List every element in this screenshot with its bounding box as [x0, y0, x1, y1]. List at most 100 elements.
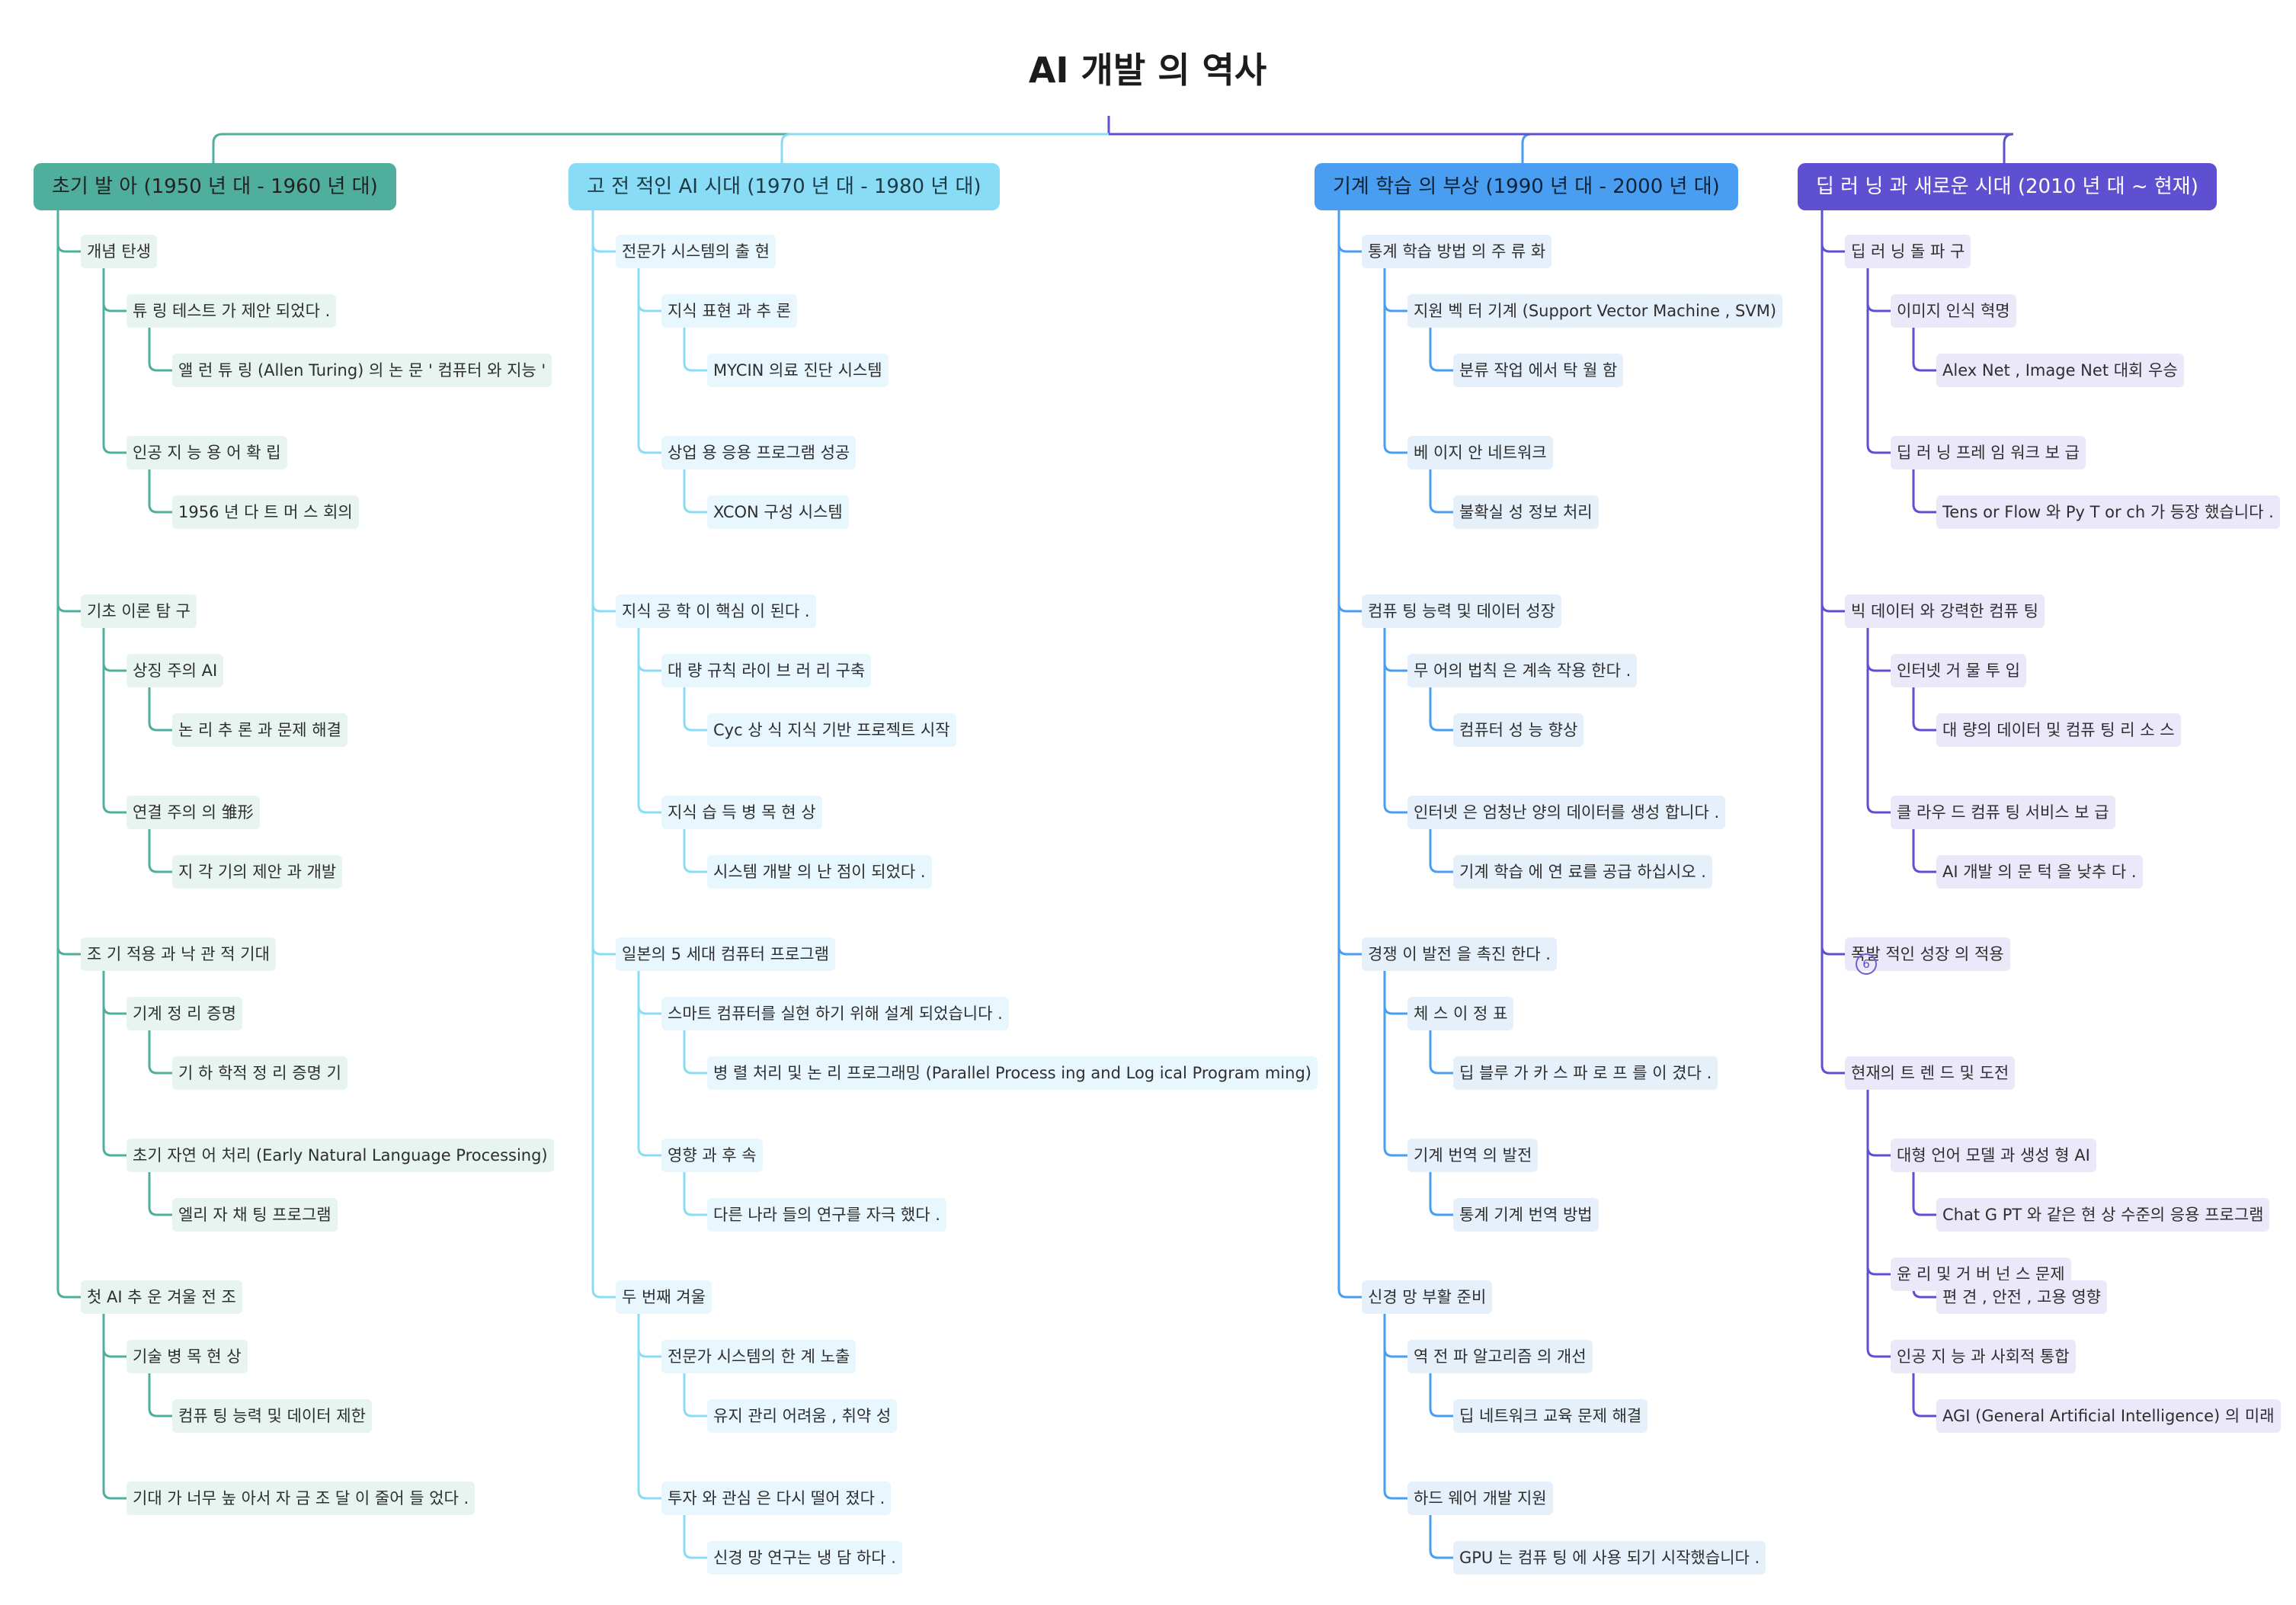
category-1[interactable]: 고 전 적인 AI 시대 (1970 년 대 - 1980 년 대)	[568, 163, 1000, 210]
connector-elbow	[1429, 1030, 1453, 1075]
level2-node[interactable]: 초기 자연 어 처리 (Early Natural Language Proce…	[126, 1139, 554, 1172]
level3-node[interactable]: 분류 작업 에서 탁 월 함	[1453, 354, 1624, 387]
level1-node[interactable]: 현재의 트 렌 드 및 도전	[1845, 1056, 2016, 1090]
level2-node[interactable]: 대형 언어 모델 과 생성 형 AI	[1891, 1139, 2096, 1172]
level3-node[interactable]: 기계 학습 에 연 료를 공급 하십시오 .	[1453, 855, 1712, 889]
level2-node[interactable]: 지원 벡 터 기계 (Support Vector Machine , SVM)	[1407, 294, 1783, 328]
level3-node[interactable]: 논 리 추 론 과 문제 해결	[172, 713, 347, 747]
level1-node[interactable]: 첫 AI 추 운 겨울 전 조	[81, 1280, 242, 1314]
level3-node[interactable]: 1956 년 다 트 머 스 회의	[172, 495, 359, 529]
level2-node[interactable]: 인공 지 능 용 어 확 립	[126, 436, 287, 469]
level3-node[interactable]: 유지 관리 어려움 , 취약 성	[707, 1399, 898, 1433]
level2-node[interactable]: 지식 표현 과 추 론	[661, 294, 797, 328]
level1-node[interactable]: 전문가 시스템의 출 현	[616, 235, 776, 268]
connector-elbow	[1429, 1515, 1453, 1559]
level1-node[interactable]: 컴퓨 팅 능력 및 데이터 성장	[1362, 594, 1561, 628]
level1-node[interactable]: 빅 데이터 와 강력한 컴퓨 팅	[1845, 594, 2045, 628]
connector-elbow	[1866, 268, 1891, 312]
level1-node[interactable]: 기초 이론 탐 구	[81, 594, 197, 628]
category-0[interactable]: 초기 발 아 (1950 년 대 - 1960 년 대)	[34, 163, 396, 210]
level2-node[interactable]: 지식 습 득 병 목 현 상	[661, 796, 822, 829]
connector-elbow	[102, 268, 126, 454]
connector-elbow	[1866, 268, 1891, 454]
level2-node[interactable]: 이미지 인식 혁명	[1891, 294, 2016, 328]
level3-node[interactable]: 대 량의 데이터 및 컴퓨 팅 리 소 스	[1936, 713, 2181, 747]
level2-node[interactable]: 인공 지 능 과 사회적 통합	[1891, 1340, 2076, 1373]
level3-node[interactable]: Cyc 상 식 지식 기반 프로젝트 시작	[707, 713, 956, 747]
level2-node[interactable]: 기계 번역 의 발전	[1407, 1139, 1539, 1172]
level3-node[interactable]: 불확실 성 정보 처리	[1453, 495, 1599, 529]
connector-elbow	[1383, 1314, 1407, 1358]
level2-node[interactable]: 영향 과 후 속	[661, 1139, 763, 1172]
level2-node[interactable]: 대 량 규칙 라이 브 러 리 구축	[661, 654, 872, 687]
level2-node[interactable]: 인터넷 은 엄청난 양의 데이터를 생성 합니다 .	[1407, 796, 1726, 829]
level3-node[interactable]: 기 하 학적 정 리 증명 기	[172, 1056, 347, 1090]
map-title[interactable]: AI 개발 의 역사	[1028, 50, 1267, 91]
level3-node[interactable]: 딥 네트워크 교육 문제 해결	[1453, 1399, 1648, 1433]
level3-node[interactable]: 엘리 자 채 팅 프로그램	[172, 1198, 338, 1232]
level3-node[interactable]: 딥 블루 가 카 스 파 로 프 를 이 겼다 .	[1453, 1056, 1718, 1090]
level2-node[interactable]: 투자 와 관심 은 다시 떨어 졌다 .	[661, 1482, 892, 1515]
level3-node[interactable]: Tens or Flow 와 Py T or ch 가 등장 했습니다 .	[1936, 495, 2280, 529]
level3-node[interactable]: XCON 구성 시스템	[707, 495, 849, 529]
level3-node[interactable]: AI 개발 의 문 턱 을 낮추 다 .	[1936, 855, 2143, 889]
level2-node[interactable]: 상업 용 응용 프로그램 성공	[661, 436, 857, 469]
level3-node[interactable]: AGI (General Artificial Intelligence) 의 …	[1936, 1399, 2281, 1433]
level2-node[interactable]: 기대 가 너무 높 아서 자 금 조 달 이 줄어 들 었다 .	[126, 1482, 476, 1515]
connector-elbow	[1820, 210, 1845, 1075]
connector-elbow	[102, 1314, 126, 1500]
level2-node[interactable]: 전문가 시스템의 한 계 노출	[661, 1340, 857, 1373]
level2-node[interactable]: 기술 병 목 현 상	[126, 1340, 248, 1373]
category-3[interactable]: 딥 러 닝 과 새로운 시대 (2010 년 대 ~ 현재)	[1798, 163, 2217, 210]
level1-node[interactable]: 조 기 적용 과 낙 관 적 기대	[81, 937, 276, 971]
level3-node[interactable]: 신경 망 연구는 냉 담 하다 .	[707, 1541, 902, 1575]
connector-elbow	[1912, 687, 1936, 732]
level2-node[interactable]: 연결 주의 의 雏形	[126, 796, 260, 829]
connector-elbow	[683, 1515, 707, 1559]
connector-elbow	[1866, 628, 1891, 814]
level2-node[interactable]: 무 어의 법칙 은 계속 작용 한다 .	[1407, 654, 1638, 687]
level1-node[interactable]: 개념 탄생	[81, 235, 157, 268]
level3-node[interactable]: MYCIN 의료 진단 시스템	[707, 354, 889, 387]
level2-node[interactable]: 상징 주의 AI	[126, 654, 224, 687]
connector-elbow	[148, 687, 172, 732]
level3-node[interactable]: 컴퓨 팅 능력 및 데이터 제한	[172, 1399, 372, 1433]
level1-node[interactable]: 통계 학습 방법 의 주 류 화	[1362, 235, 1552, 268]
level1-node[interactable]: 딥 러 닝 돌 파 구	[1845, 235, 1971, 268]
level2-node[interactable]: 튜 링 테스트 가 제안 되었다 .	[126, 294, 337, 328]
level3-node[interactable]: 컴퓨터 성 능 향상	[1453, 713, 1584, 747]
connector-elbow	[102, 628, 126, 672]
level3-node[interactable]: GPU 는 컴퓨 팅 에 사용 되기 시작했습니다 .	[1453, 1541, 1766, 1575]
level3-node[interactable]: 병 렬 처리 및 논 리 프로그래밍 (Parallel Process ing…	[707, 1056, 1318, 1090]
connector-elbow	[1429, 469, 1453, 514]
level2-node[interactable]: 스마트 컴퓨터를 실현 하기 위해 설계 되었습니다 .	[661, 997, 1009, 1030]
level1-node[interactable]: 경쟁 이 발전 을 촉진 한다 .	[1362, 937, 1557, 971]
connector-title-to-category	[212, 133, 1109, 163]
level3-node[interactable]: 시스템 개발 의 난 점이 되었다 .	[707, 855, 932, 889]
level3-node[interactable]: 앨 런 튜 링 (Allen Turing) 의 논 문 ' 컴퓨터 와 지능 …	[172, 354, 552, 387]
level2-node[interactable]: 역 전 파 알고리즘 의 개선	[1407, 1340, 1593, 1373]
level2-node[interactable]: 인터넷 거 물 투 입	[1891, 654, 2026, 687]
level3-node[interactable]: 지 각 기의 제안 과 개발	[172, 855, 343, 889]
level3-node[interactable]: 편 견 , 안전 , 고용 영향	[1936, 1280, 2107, 1314]
level2-node[interactable]: 베 이지 안 네트워크	[1407, 436, 1553, 469]
connector-elbow	[102, 268, 126, 312]
level2-node[interactable]: 딥 러 닝 프레 임 워크 보 급	[1891, 436, 2086, 469]
level1-node[interactable]: 지식 공 학 이 핵심 이 된다 .	[616, 594, 816, 628]
level2-node[interactable]: 하드 웨어 개발 지원	[1407, 1482, 1553, 1515]
level2-node[interactable]: 체 스 이 정 표	[1407, 997, 1514, 1030]
connector-elbow	[56, 210, 81, 956]
collapsed-count-badge[interactable]: 6	[1856, 953, 1877, 975]
level1-node[interactable]: 신경 망 부활 준비	[1362, 1280, 1493, 1314]
level3-node[interactable]: Chat G PT 와 같은 현 상 수준의 응용 프로그램	[1936, 1198, 2270, 1232]
connector-elbow	[102, 971, 126, 1015]
level3-node[interactable]: 다른 나라 들의 연구를 자극 했다 .	[707, 1198, 946, 1232]
level2-node[interactable]: 클 라우 드 컴퓨 팅 서비스 보 급	[1891, 796, 2115, 829]
connector-elbow	[1337, 210, 1362, 956]
level1-node[interactable]: 두 번째 겨울	[616, 1280, 712, 1314]
category-2[interactable]: 기계 학습 의 부상 (1990 년 대 - 2000 년 대)	[1315, 163, 1738, 210]
level1-node[interactable]: 일본의 5 세대 컴퓨터 프로그램	[616, 937, 835, 971]
level3-node[interactable]: Alex Net , Image Net 대회 우승	[1936, 354, 2184, 387]
level2-node[interactable]: 기계 정 리 증명	[126, 997, 242, 1030]
level3-node[interactable]: 통계 기계 번역 방법	[1453, 1198, 1599, 1232]
